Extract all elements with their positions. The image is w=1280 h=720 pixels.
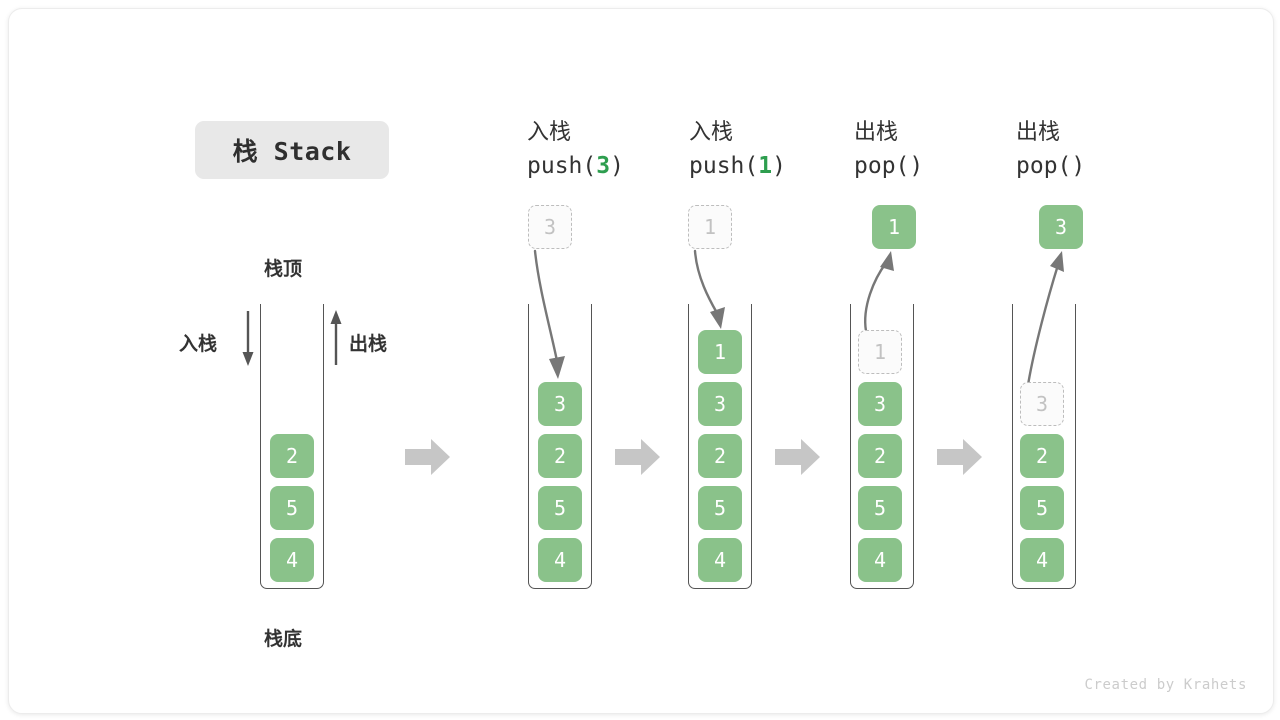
step-4-header: 出栈 pop() [1016,115,1196,183]
step-arrow-3-icon [775,437,821,477]
step-2-op-code: push(1) [689,149,869,183]
step-2-push-arrow-icon [691,249,746,334]
step-3-code-suffix: ) [909,153,924,179]
step-4-cell-2: 5 [1020,486,1064,530]
step-4-cell-3: 4 [1020,538,1064,582]
step-3-cell-2: 2 [858,434,902,478]
base-cell-2: 4 [270,538,314,582]
diagram-card: 栈 Stack 栈顶 栈底 入栈 出栈 2 5 4 [8,8,1274,714]
step-4-floating-cell: 3 [1039,205,1083,249]
step-3-code-prefix: pop( [854,153,910,179]
step-2-header: 入栈 push(1) [689,115,869,183]
step-4-code-prefix: pop( [1016,153,1072,179]
step-4-channel [1012,304,1076,589]
step-3-cell-1: 3 [858,382,902,426]
step-3-floating-cell: 1 [872,205,916,249]
step-2-cell-2: 2 [698,434,742,478]
stack-top-label: 栈顶 [264,259,303,280]
step-2-code-prefix: push( [689,153,759,179]
step-3-cell-0: 1 [858,330,902,374]
base-pop-label: 出栈 [349,334,388,355]
step-2-cell-3: 5 [698,486,742,530]
step-arrow-1-icon [405,437,451,477]
step-2-cell-1: 3 [698,382,742,426]
step-2-cell-0: 1 [698,330,742,374]
step-3-op-cn: 出栈 [854,119,899,144]
step-3-cell-4: 4 [858,538,902,582]
base-cell-1: 5 [270,486,314,530]
step-2-code-suffix: ) [772,153,786,179]
step-4-code-suffix: ) [1071,153,1086,179]
step-arrow-4-icon [937,437,983,477]
step-4-pop-arrow-icon [1014,249,1074,389]
credit-text: Created by Krahets [1084,677,1247,693]
step-3-header: 出栈 pop() [854,115,1034,183]
step-1-code-arg: 3 [596,153,611,179]
step-3-channel [850,304,914,589]
step-1-op-code: push(3) [527,149,707,183]
step-2-floating-cell: 1 [688,205,732,249]
step-2-code-arg: 1 [758,153,773,179]
step-1-channel [528,304,592,589]
step-arrow-2-icon [615,437,661,477]
title-badge: 栈 Stack [195,121,389,179]
step-1-code-prefix: push( [527,153,597,179]
step-1-floating-cell: 3 [528,205,572,249]
step-1-cell-1: 2 [538,434,582,478]
base-push-label: 入栈 [179,334,218,355]
step-1-code-suffix: ) [610,153,624,179]
step-1-cell-3: 4 [538,538,582,582]
step-2-channel [688,304,752,589]
step-1-push-arrow-icon [529,249,589,384]
step-4-cell-0: 3 [1020,382,1064,426]
step-2-cell-4: 4 [698,538,742,582]
stack-bottom-label: 栈底 [264,629,303,650]
step-2-op-cn: 入栈 [689,119,734,144]
step-1-cell-0: 3 [538,382,582,426]
base-stack-channel [260,304,324,589]
pop-up-arrow-icon [327,307,345,367]
base-cell-0: 2 [270,434,314,478]
step-3-cell-3: 5 [858,486,902,530]
step-4-op-cn: 出栈 [1016,119,1061,144]
push-down-arrow-icon [239,309,257,369]
step-1-op-cn: 入栈 [527,119,572,144]
step-1-header: 入栈 push(3) [527,115,707,183]
step-4-cell-1: 2 [1020,434,1064,478]
step-4-op-code: pop() [1016,149,1196,183]
step-3-pop-arrow-icon [854,249,909,334]
step-1-cell-2: 5 [538,486,582,530]
step-3-op-code: pop() [854,149,1034,183]
